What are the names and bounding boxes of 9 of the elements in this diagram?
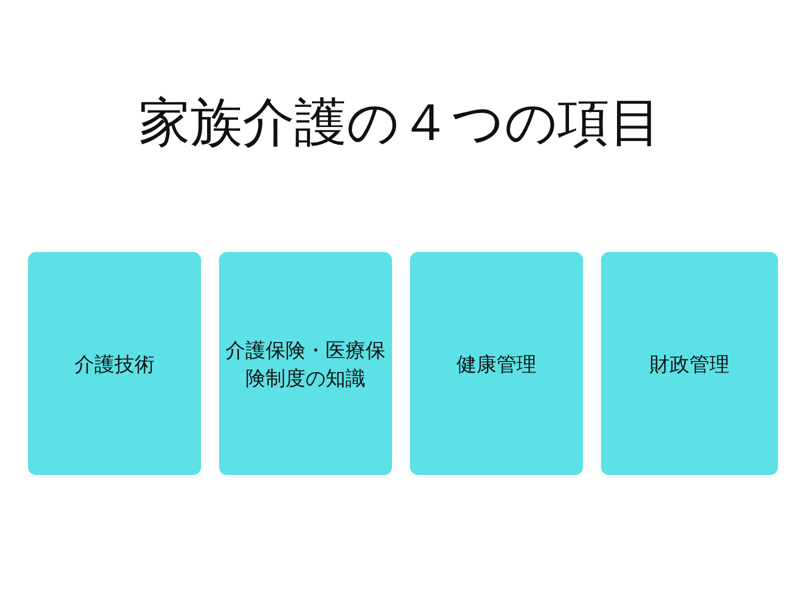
item-card [219, 252, 392, 475]
item-card [28, 252, 201, 475]
item-card [410, 252, 583, 475]
card-label: 健康管理 [456, 352, 536, 376]
card-label: 介護保険・医療保険制度の知識 [226, 338, 386, 390]
card-label: 介護技術 [74, 352, 154, 376]
card-label: 財政管理 [650, 352, 730, 376]
item-card [601, 252, 778, 475]
title: 家族介護の４つの項目 [138, 92, 662, 154]
